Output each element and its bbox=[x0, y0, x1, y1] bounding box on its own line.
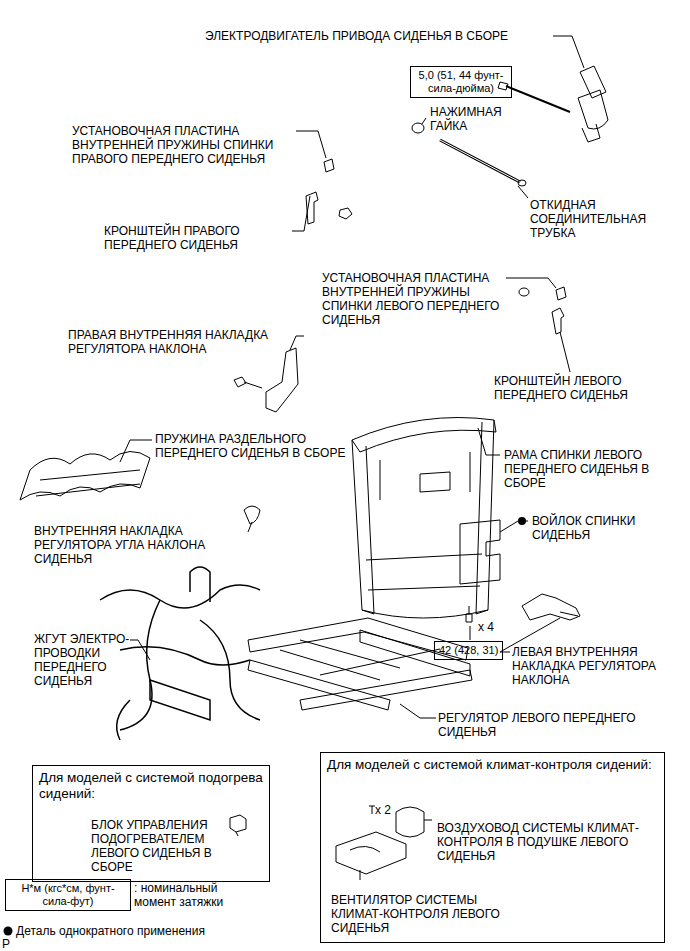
box-heading: Для моделей с системой климат-контроля с… bbox=[327, 757, 657, 773]
part-label: ВОЙЛОК СПИНКИ СИДЕНЬЯ bbox=[532, 514, 682, 542]
box-heading: Для моделей с системой подогрева сидений… bbox=[39, 770, 263, 802]
bracket bbox=[552, 308, 564, 334]
legend-text: Деталь однократного применения bbox=[16, 924, 205, 938]
part-label: ВНУТРЕННЯЯ НАКЛАДКА РЕГУЛЯТОРА УГЛА НАКЛ… bbox=[34, 524, 249, 566]
part-label: ВОЗДУХОВОД СИСТЕМЫ КЛИМАТ-КОНТРОЛЯ В ПОД… bbox=[437, 821, 647, 863]
model-variant-box: Для моделей с системой подогрева сидений… bbox=[32, 765, 270, 882]
part-label: x 2 bbox=[375, 803, 415, 817]
connecting-tube bbox=[440, 140, 526, 186]
nut bbox=[519, 288, 529, 296]
torque-value: Н*м (кгс*см, фунт-сила-фут) bbox=[10, 882, 126, 908]
single-use-mark bbox=[2, 925, 14, 937]
part-label: ВЕНТИЛЯТОР СИСТЕМЫ КЛИМАТ-КОНТРОЛЯ ЛЕВОГ… bbox=[331, 893, 531, 935]
part-label: УСТАНОВОЧНАЯ ПЛАСТИНА ВНУТРЕННЕЙ ПРУЖИНЫ… bbox=[322, 271, 507, 327]
torque-box: 5,0 (51, 44 фунт-сила-дюйма) bbox=[410, 66, 512, 98]
nut bbox=[339, 208, 352, 219]
seat-regulator bbox=[248, 618, 472, 710]
recliner-cover bbox=[522, 594, 580, 620]
screw bbox=[369, 806, 375, 814]
part-label: P bbox=[2, 937, 22, 951]
part-label: КРОНШТЕЙН ЛЕВОГО ПЕРЕДНЕГО СИДЕНЬЯ bbox=[494, 374, 684, 402]
spring-plate bbox=[556, 287, 566, 300]
part-label: ЭЛЕКТРОДВИГАТЕЛЬ ПРИВОДА СИДЕНЬЯ В СБОРЕ bbox=[205, 29, 555, 43]
screw bbox=[234, 377, 262, 388]
single-use-mark bbox=[518, 517, 526, 525]
climate-duct bbox=[396, 807, 424, 837]
torque-value: 5,0 (51, 44 фунт-сила-дюйма) bbox=[415, 69, 507, 95]
seat-motor bbox=[498, 66, 608, 142]
spring-plate bbox=[324, 159, 334, 172]
part-label: УСТАНОВОЧНАЯ ПЛАСТИНА ВНУТРЕННЕЙ ПРУЖИНЫ… bbox=[72, 124, 294, 166]
felt bbox=[460, 520, 500, 584]
recliner-cover bbox=[244, 506, 260, 524]
part-label: ЛЕВАЯ ВНУТРЕННЯЯ НАКЛАДКА РЕГУЛЯТОРА НАК… bbox=[512, 645, 684, 687]
spring bbox=[20, 451, 150, 500]
heater-ecu bbox=[230, 815, 246, 832]
torque-box: Н*м (кгс*см, фунт-сила-фут) bbox=[5, 879, 131, 911]
part-label: НАЖИМНАЯ ГАЙКА bbox=[430, 105, 540, 133]
legend-text: : номинальный момент затяжки bbox=[134, 881, 246, 909]
part-label: ПРАВАЯ ВНУТРЕННЯЯ НАКЛАДКА РЕГУЛЯТОРА НА… bbox=[68, 328, 304, 356]
torque-value: 42 (428, 31) bbox=[439, 644, 498, 657]
wire-harness bbox=[100, 567, 260, 740]
part-label: РЕГУЛЯТОР ЛЕВОГО ПЕРЕДНЕГО СИДЕНЬЯ bbox=[438, 711, 648, 739]
bolt bbox=[466, 606, 472, 622]
recliner-cover bbox=[266, 348, 298, 412]
part-label: РАМА СПИНКИ ЛЕВОГО ПЕРЕДНЕГО СИДЕНЬЯ В С… bbox=[504, 448, 684, 490]
part-label: ЖГУТ ЭЛЕКТРО- ПРОВОДКИ ПЕРЕДНЕГО СИДЕНЬЯ bbox=[34, 632, 130, 688]
part-label: ПРУЖИНА РАЗДЕЛЬНОГО ПЕРЕДНЕГО СИДЕНЬЯ В … bbox=[155, 432, 360, 460]
part-label: БЛОК УПРАВЛЕНИЯ ПОДОГРЕВАТЕЛЕМ ЛЕВОГО СИ… bbox=[91, 818, 231, 874]
part-label: ОТКИДНАЯ СОЕДИНИТЕЛЬНАЯ ТРУБКА bbox=[530, 198, 680, 240]
part-label: x 4 bbox=[478, 620, 518, 634]
part-label: КРОНШТЕЙН ПРАВОГО ПЕРЕДНЕГО СИДЕНЬЯ bbox=[104, 224, 292, 252]
push-nut bbox=[412, 123, 424, 133]
seat-back-frame bbox=[352, 418, 496, 619]
model-variant-box: Для моделей с системой климат-контроля с… bbox=[320, 752, 665, 943]
torque-box: 42 (428, 31) bbox=[434, 641, 503, 660]
climate-fan bbox=[336, 832, 406, 874]
